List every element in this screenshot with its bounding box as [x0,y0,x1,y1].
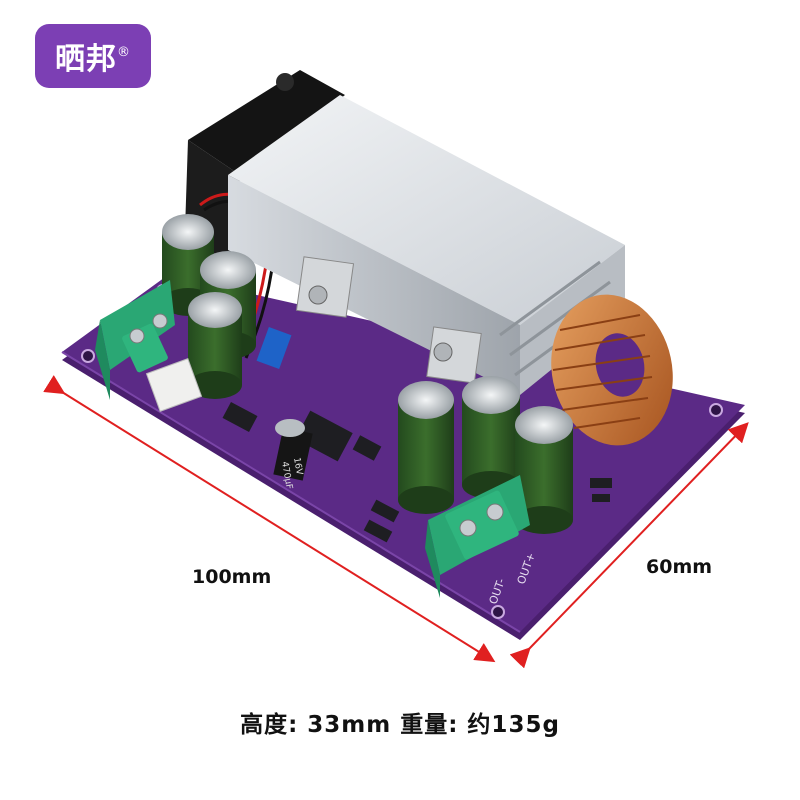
dimension-arrows [43,375,749,669]
length-dimension-label: 100mm [192,566,272,588]
brand-name: 晒邦 [55,42,117,77]
registered-mark: ® [117,44,131,60]
toroid-inductor [551,294,673,446]
width-arrow [509,422,749,669]
spec-caption: 高度: 33mm 重量: 约135g [240,712,560,738]
capacitor-4 [398,381,454,514]
brand-logo: 晒邦® [35,24,151,88]
heatsink [228,95,625,395]
length-arrow [43,375,496,663]
width-dimension-label: 60mm [646,556,713,578]
